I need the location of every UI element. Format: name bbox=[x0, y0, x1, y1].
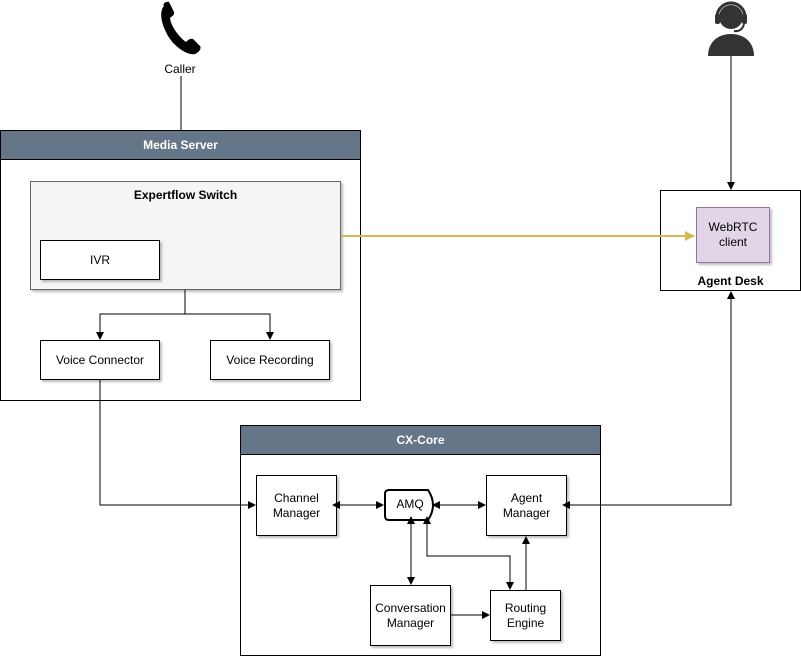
agent-desk-title: Agent Desk bbox=[697, 274, 764, 288]
amq-routing-engine-link bbox=[423, 516, 514, 590]
cx-core-header: CX-Core bbox=[241, 426, 600, 455]
cx-core-title: CX-Core bbox=[396, 433, 445, 447]
caller-label: Caller bbox=[164, 62, 196, 76]
expertflow-switch-title: Expertflow Switch bbox=[133, 188, 238, 202]
agent-manager-agent-desk-link bbox=[562, 291, 735, 509]
agent-manager-label: Agent Manager bbox=[502, 490, 551, 520]
agent-headset-icon bbox=[708, 1, 754, 56]
media-server-title: Media Server bbox=[143, 138, 218, 152]
switch-to-voice-connector-link bbox=[96, 290, 186, 340]
conversation-manager-label: Conversation Manager bbox=[375, 600, 446, 630]
ivr-label: IVR bbox=[89, 252, 110, 267]
webrtc-client-box: WebRTC client bbox=[696, 207, 770, 263]
channel-manager-box: Channel Manager bbox=[256, 475, 337, 536]
ivr-box: IVR bbox=[40, 240, 160, 280]
agent-manager-box: Agent Manager bbox=[486, 475, 567, 536]
voice-connector-label: Voice Connector bbox=[55, 352, 145, 367]
switch-to-voice-recording-link bbox=[185, 313, 274, 340]
routing-engine-label: Routing Engine bbox=[504, 600, 547, 630]
voice-recording-box: Voice Recording bbox=[210, 340, 330, 380]
media-server-header: Media Server bbox=[1, 131, 360, 160]
voice-connector-box: Voice Connector bbox=[40, 340, 160, 380]
voice-connector-to-channel-manager-link bbox=[99, 380, 256, 509]
routing-engine-box: Routing Engine bbox=[490, 590, 561, 641]
amq-label: AMQ bbox=[396, 497, 424, 511]
conversation-manager-box: Conversation Manager bbox=[370, 585, 451, 646]
phone-icon bbox=[161, 1, 201, 55]
webrtc-client-label: WebRTC client bbox=[708, 220, 758, 249]
channel-manager-label: Channel Manager bbox=[272, 490, 321, 520]
voice-recording-label: Voice Recording bbox=[226, 352, 314, 367]
